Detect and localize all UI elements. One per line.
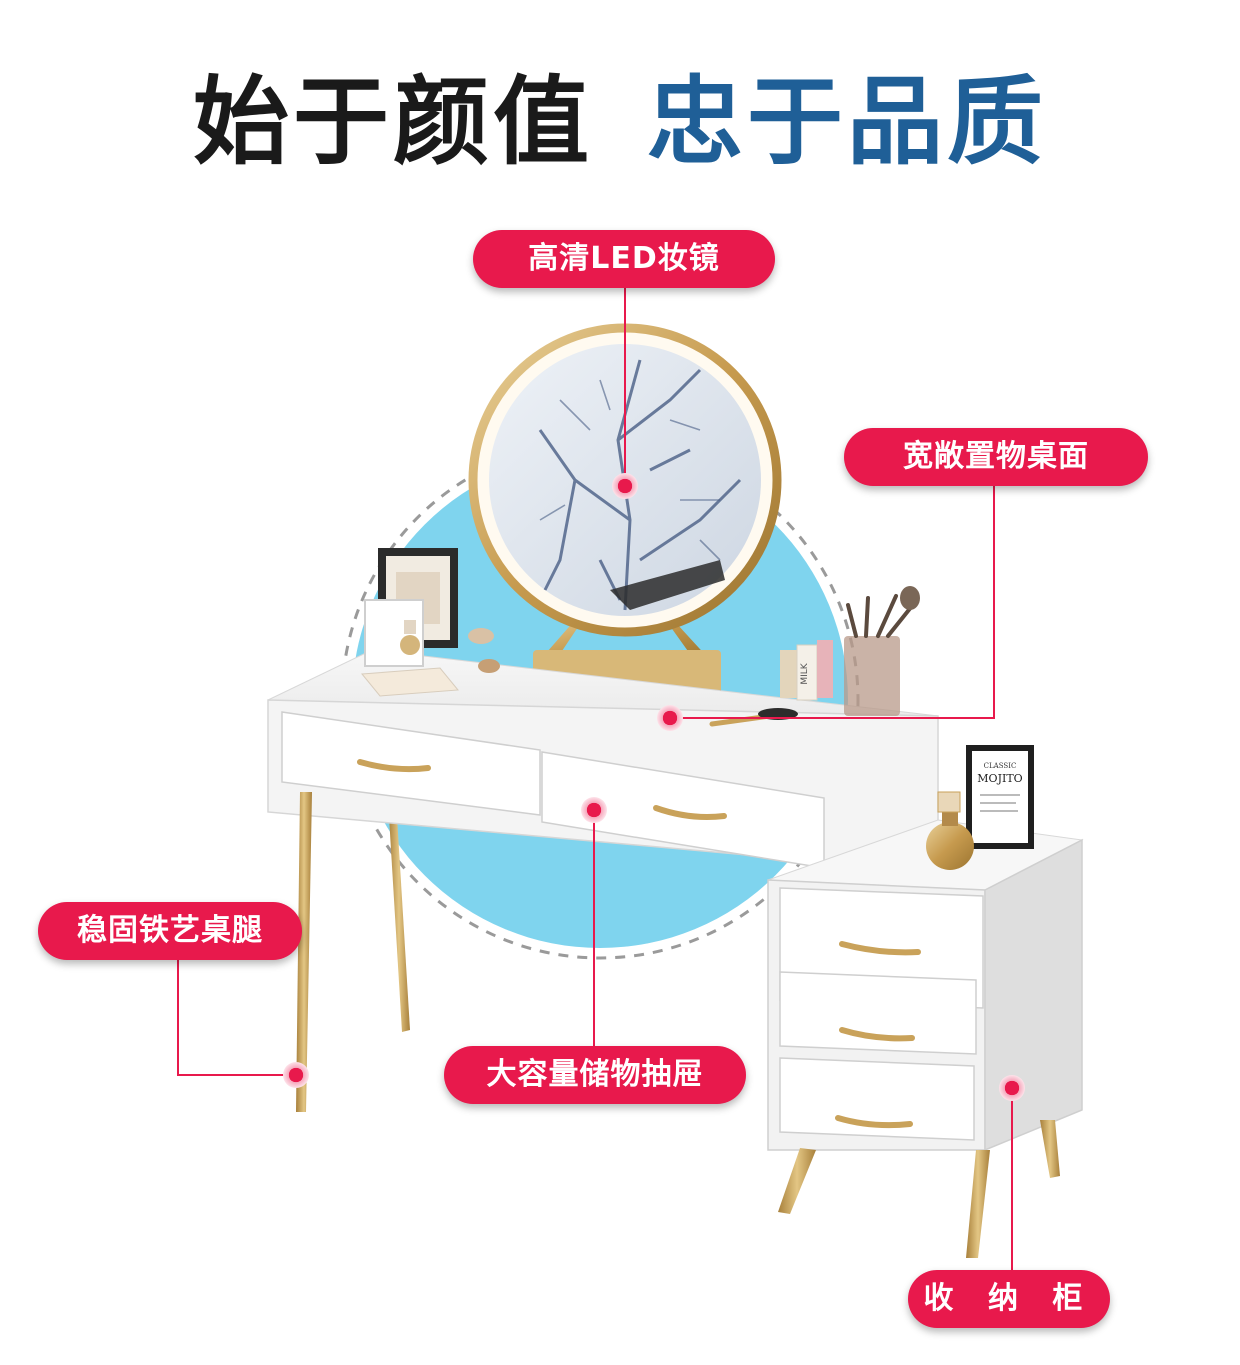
callout-mirror: 高清LED妆镜: [473, 230, 775, 288]
front-leg: [296, 792, 312, 1112]
callout-dot-desktop: [657, 705, 683, 731]
callout-desktop: 宽敞置物桌面: [844, 428, 1148, 486]
bottle-label: MILK: [800, 662, 810, 684]
callout-drawers: 大容量储物抽屉: [444, 1046, 746, 1104]
headline-part-2: 忠于品质: [647, 66, 1047, 178]
callout-dot-cabinet: [999, 1075, 1025, 1101]
desk-decor-right: MILK: [709, 586, 920, 727]
callout-dot-mirror: [612, 473, 638, 499]
callout-legs: 稳固铁艺桌腿: [38, 902, 302, 960]
page-headline: 始于颜值忠于品质: [0, 62, 1240, 182]
side-cabinet: CLASSIC MOJITO: [767, 745, 1084, 1258]
frame-text-1: CLASSIC: [984, 762, 1017, 770]
callout-cabinet: 收 纳 柜: [908, 1270, 1110, 1328]
callout-lines: [177, 288, 1013, 1272]
headline-part-1: 始于颜值: [193, 66, 593, 178]
desk-decor-left: [361, 548, 500, 697]
callout-dot-legs: [283, 1062, 309, 1088]
back-leg: [388, 800, 410, 1032]
frame-text-2: MOJITO: [977, 772, 1022, 785]
callout-dot-drawers: [581, 797, 607, 823]
